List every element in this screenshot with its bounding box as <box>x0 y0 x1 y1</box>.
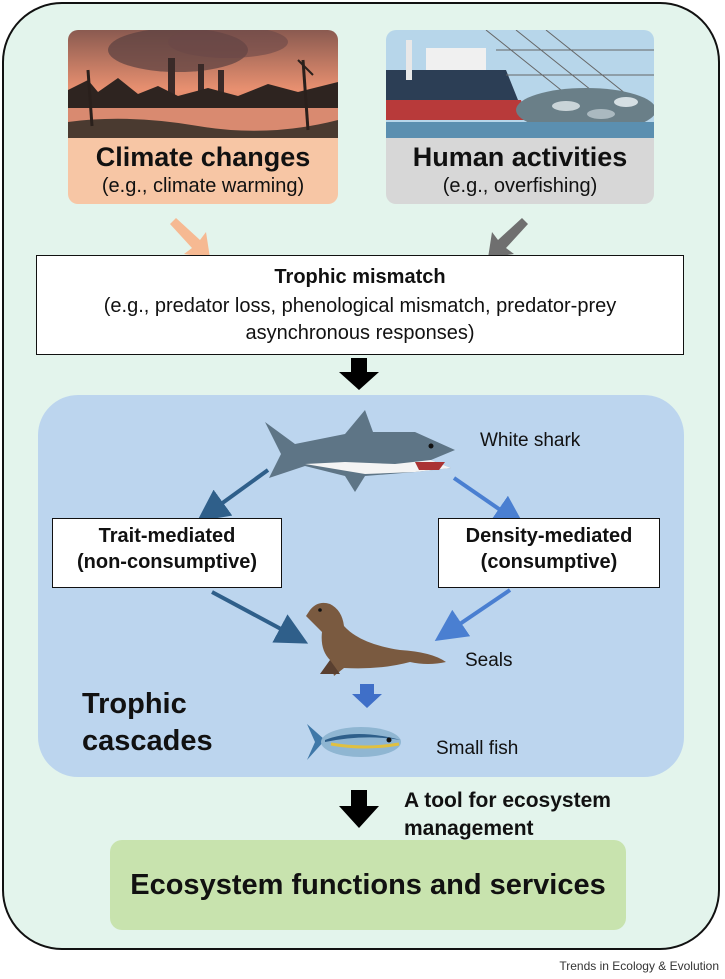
shark-to-trait-arrow <box>197 468 270 522</box>
human-example: (e.g., overfishing) <box>442 175 598 197</box>
mismatch-title: Trophic mismatch <box>274 266 446 288</box>
trophic-cascades-title: Trophic cascades <box>82 686 213 760</box>
human-activities-box: Human activities (e.g., overfishing) <box>386 138 654 204</box>
ecosystem-functions-box: Ecosystem functions and services <box>110 840 626 930</box>
seals-to-fish-arrow-icon <box>352 684 382 708</box>
density-line1: Density-mediated <box>465 525 633 547</box>
shark-to-density-arrow <box>452 476 526 528</box>
cascade-title-line2: cascades <box>82 725 213 757</box>
trophic-mismatch-box: Trophic mismatch (e.g., predator loss, p… <box>36 255 684 355</box>
climate-example: (e.g., climate warming) <box>101 175 305 197</box>
trait-to-seals-arrow <box>211 590 309 644</box>
trait-mediated-box: Trait-mediated (non-consumptive) <box>52 518 282 588</box>
climate-photo <box>68 30 338 138</box>
density-line2: (consumptive) <box>480 551 618 573</box>
down-arrow-icon <box>339 358 379 390</box>
climate-arrow-icon <box>170 218 210 258</box>
cascade-title-line1: Trophic <box>82 688 187 720</box>
seals-label: Seals <box>465 650 513 671</box>
journal-credit: Trends in Ecology & Evolution <box>559 959 719 973</box>
management-arrow-icon <box>339 790 379 828</box>
management-tool-label: A tool for ecosystem management <box>404 787 611 843</box>
tool-line1: A tool for ecosystem <box>404 789 611 812</box>
white-shark-icon <box>265 410 455 492</box>
trait-line1: Trait-mediated <box>98 525 236 547</box>
density-to-seals-arrow <box>434 588 512 641</box>
human-title: Human activities <box>412 142 628 172</box>
overfishing-photo <box>386 30 654 138</box>
seal-icon <box>306 602 446 676</box>
tool-line2: management <box>404 817 534 840</box>
small-fish-icon <box>307 724 401 760</box>
climate-changes-box: Climate changes (e.g., climate warming) <box>68 138 338 204</box>
white-shark-label: White shark <box>480 430 581 451</box>
mismatch-description: (e.g., predator loss, phenological misma… <box>103 295 617 344</box>
human-arrow-icon <box>488 218 528 258</box>
climate-title: Climate changes <box>95 142 311 172</box>
small-fish-label: Small fish <box>436 738 519 759</box>
density-mediated-box: Density-mediated (consumptive) <box>438 518 660 588</box>
trait-line2: (non-consumptive) <box>77 551 257 573</box>
